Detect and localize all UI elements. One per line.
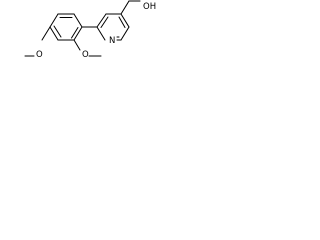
- benzene-bond-c3-c4: [49, 26, 59, 41]
- pyridine-bond-n1-c2: [96, 26, 106, 41]
- benzene-bond-c1-c2: [73, 26, 83, 41]
- hydroxyl-label: OH: [143, 2, 156, 12]
- pyridine-double-bond-c4-c5: [118, 16, 126, 28]
- para-methoxy-bond-ring-o: [41, 26, 51, 41]
- ortho-methoxy-bond-ring-o: [73, 39, 81, 51]
- para-methoxy-oxygen-label: O: [36, 50, 43, 60]
- bonds: [24, 0, 141, 57]
- chemical-structure: N O O OH: [24, 0, 156, 60]
- benzene-double-bond-c1-c2: [71, 27, 79, 39]
- ring-nitrogen-label: N: [109, 36, 115, 46]
- benzene-double-bond-c3-c4: [53, 25, 62, 38]
- ortho-methoxy-oxygen-label: O: [82, 50, 89, 60]
- pyridine-bond-c4-c5: [120, 13, 130, 28]
- pyridine-double-bond-c2-c3: [100, 16, 109, 28]
- pyridine-bond-c2-c3: [96, 13, 107, 28]
- benzene-bond-c6-c1: [73, 13, 83, 28]
- benzene-bond-c4-c5: [49, 13, 59, 28]
- hydroxymethyl-bond-ring-ch2: [120, 0, 130, 15]
- atom-labels: N O O OH: [36, 2, 156, 60]
- pyridine-bond-c5-c6: [120, 26, 130, 41]
